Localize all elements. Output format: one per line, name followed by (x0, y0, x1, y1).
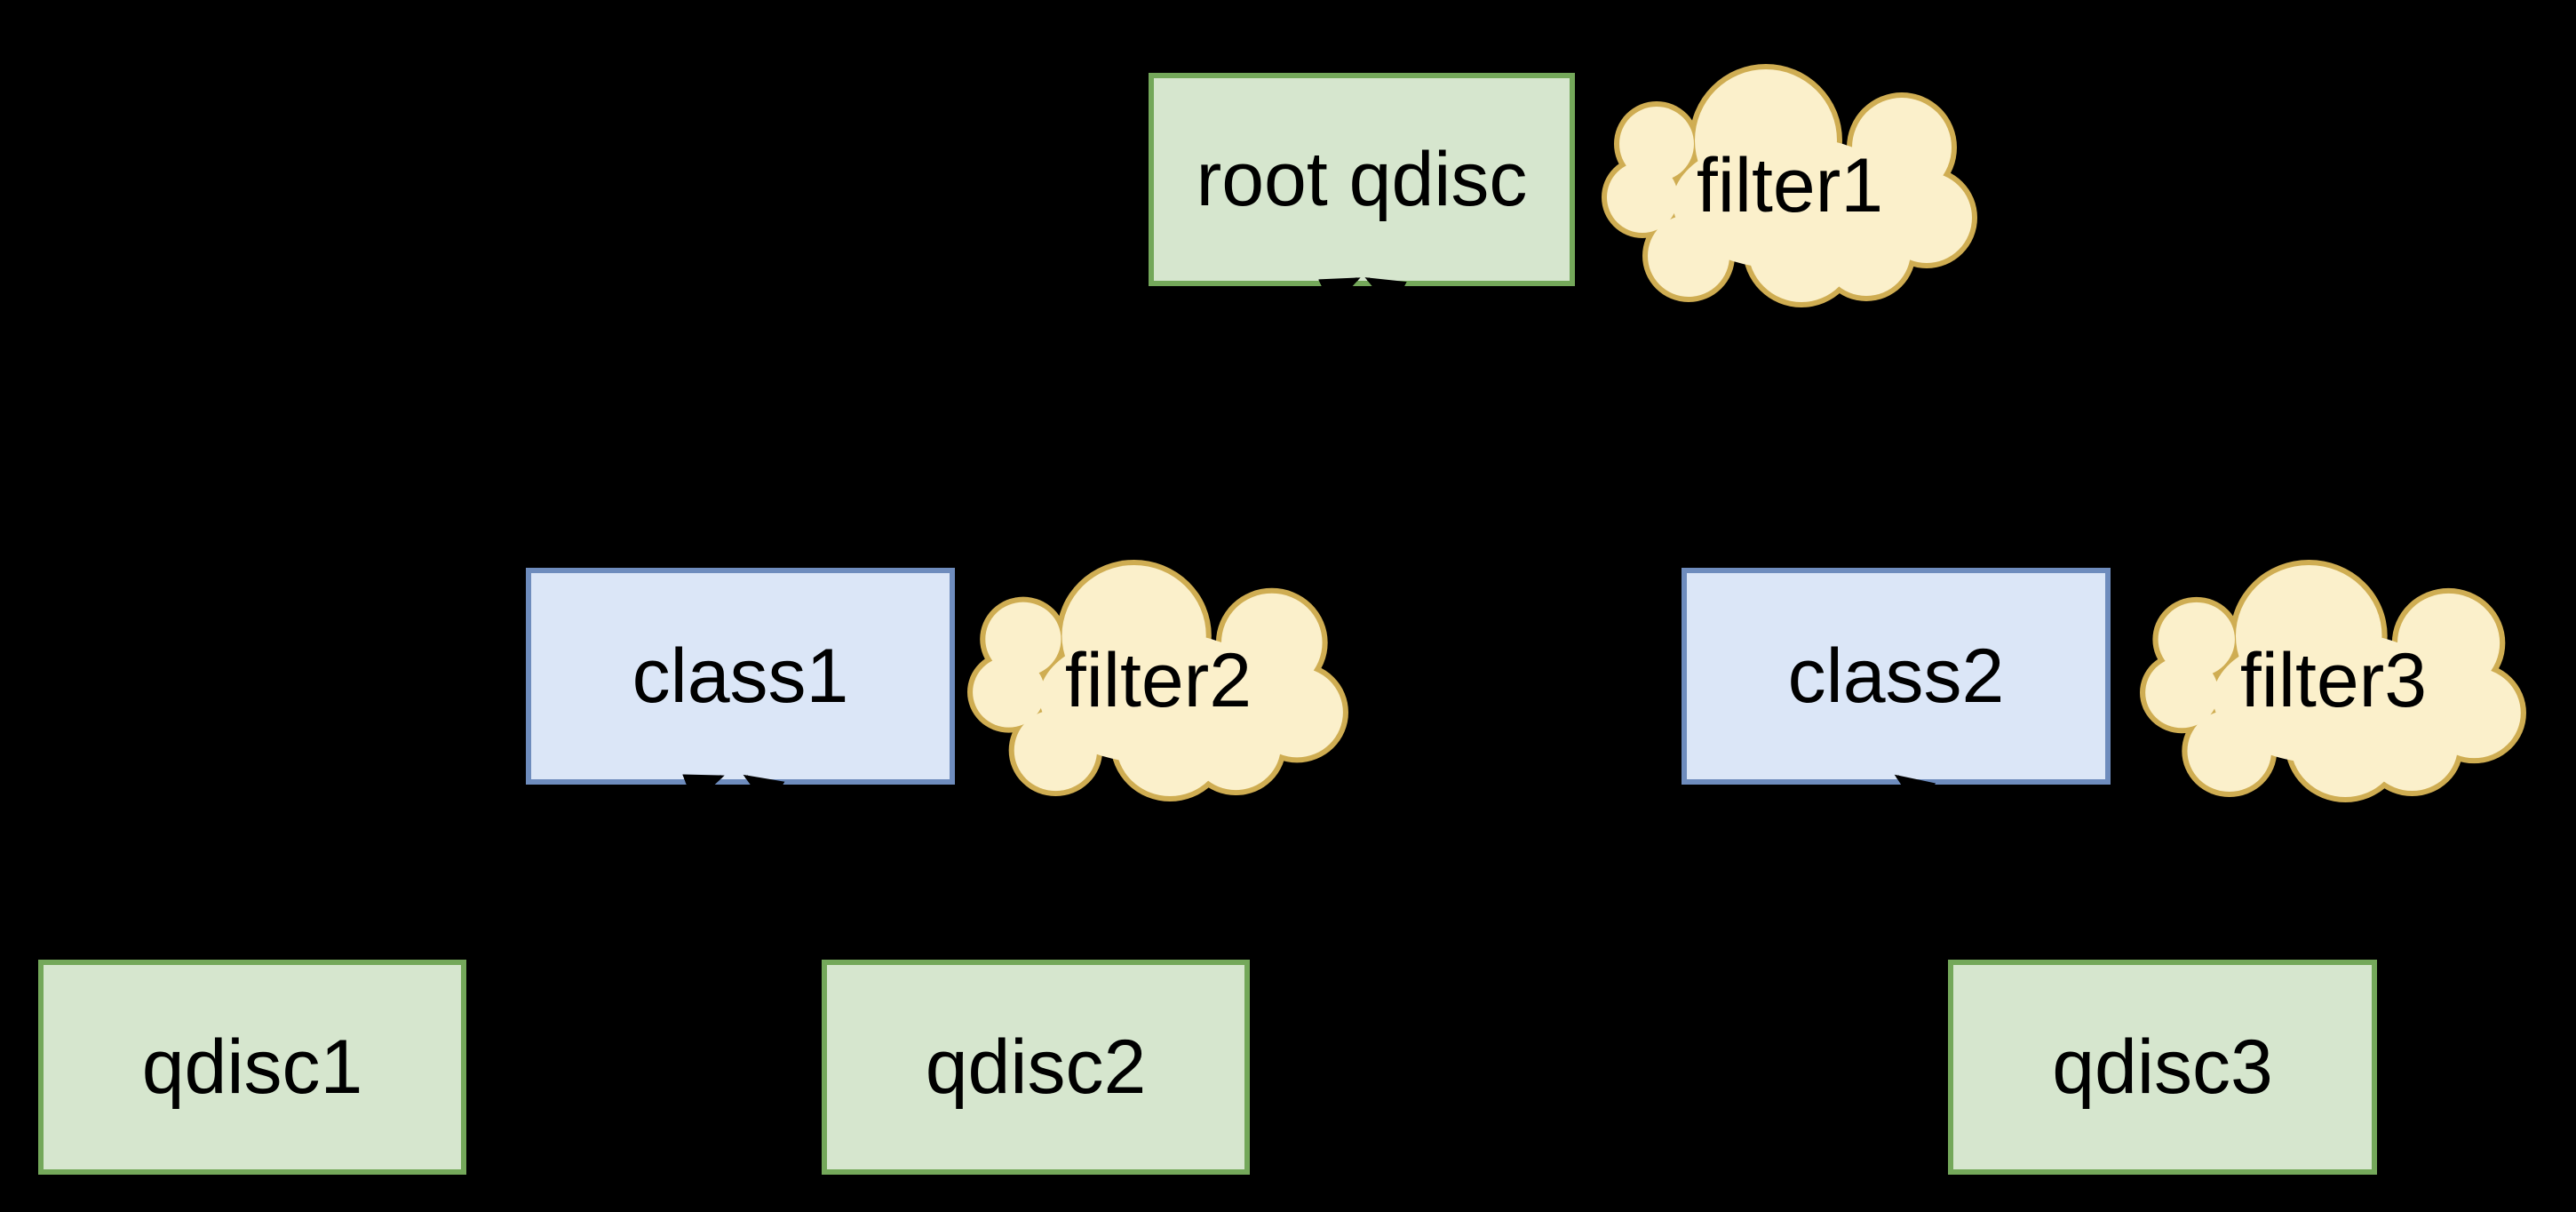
edge-class1-to-root-qdisc (739, 277, 1361, 566)
node-class2-label: class2 (1787, 634, 2005, 719)
node-qdisc1-label: qdisc1 (141, 1025, 363, 1110)
node-filter2-label: filter2 (1064, 637, 1252, 723)
cloud-icon (967, 559, 1348, 802)
edge-qdisc3-to-class2 (1894, 774, 2164, 958)
node-qdisc2: qdisc2 (822, 960, 1250, 1175)
node-qdisc3-label: qdisc3 (2052, 1025, 2273, 1110)
node-filter3-label: filter3 (2239, 638, 2428, 723)
node-qdisc3: qdisc3 (1948, 960, 2377, 1175)
node-class2: class2 (1682, 568, 2111, 785)
node-filter3: filter3 (2140, 558, 2527, 803)
node-class1: class1 (526, 568, 955, 785)
node-class1-label: class1 (632, 634, 849, 719)
node-filter1: filter1 (1602, 62, 1978, 308)
edge-qdisc1-to-class1 (251, 774, 725, 958)
node-root-qdisc: root qdisc (1149, 73, 1575, 286)
node-filter2: filter2 (967, 558, 1349, 802)
node-qdisc2-label: qdisc2 (925, 1025, 1147, 1110)
node-root-qdisc-label: root qdisc (1196, 137, 1528, 222)
edge-qdisc2-to-class1 (743, 774, 1038, 958)
cloud-icon (2140, 559, 2526, 803)
edge-class2-to-root-qdisc (1364, 277, 1896, 566)
node-qdisc1: qdisc1 (38, 960, 466, 1175)
node-filter1-label: filter1 (1696, 142, 1884, 228)
